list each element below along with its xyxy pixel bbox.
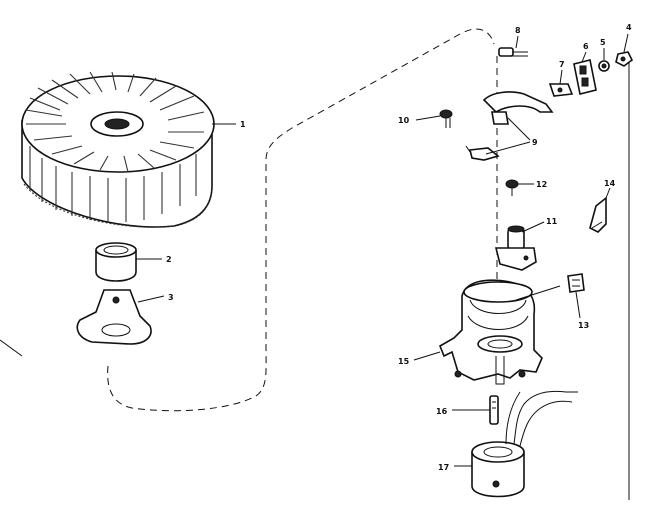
cover-plate [567,273,585,293]
bracket-assembly [465,91,554,161]
ignition-coil [471,390,578,498]
callout-labels: 1 2 3 4 5 6 7 8 9 10 11 12 13 14 15 16 1… [166,23,632,472]
callout-15: 15 [398,357,410,366]
screw-10 [439,109,453,128]
screw-12 [505,179,519,196]
callout-9: 9 [532,138,538,147]
assembly-dashed-path [107,28,495,412]
spring-clip [589,196,607,233]
callout-2: 2 [166,255,172,264]
callout-11: 11 [546,217,558,226]
condenser [494,225,537,271]
callout-3: 3 [168,293,174,302]
flywheel-ribs [29,146,197,222]
mounting-plate [76,289,152,345]
callout-14: 14 [604,179,616,188]
callout-5: 5 [600,38,606,47]
washer-5 [598,60,610,72]
callout-10: 10 [398,116,410,125]
clip-7 [548,83,574,97]
callout-8: 8 [515,26,521,35]
bolt-top [498,47,528,57]
nut-4 [615,51,634,67]
callout-13: 13 [578,321,589,330]
callout-16: 16 [436,407,448,416]
callout-12: 12 [536,180,547,189]
plunger-pin [489,395,499,425]
bushing [95,242,137,282]
leader-lines [136,33,629,467]
callout-1: 1 [240,120,246,129]
terminal-6 [573,59,597,95]
callout-6: 6 [583,42,589,51]
flywheel-fins [25,71,205,173]
callout-7: 7 [559,60,565,69]
flywheel [21,71,215,228]
edge-mark [0,339,23,357]
breaker-housing [438,279,543,385]
callout-17: 17 [438,463,449,472]
callout-4: 4 [626,23,632,32]
